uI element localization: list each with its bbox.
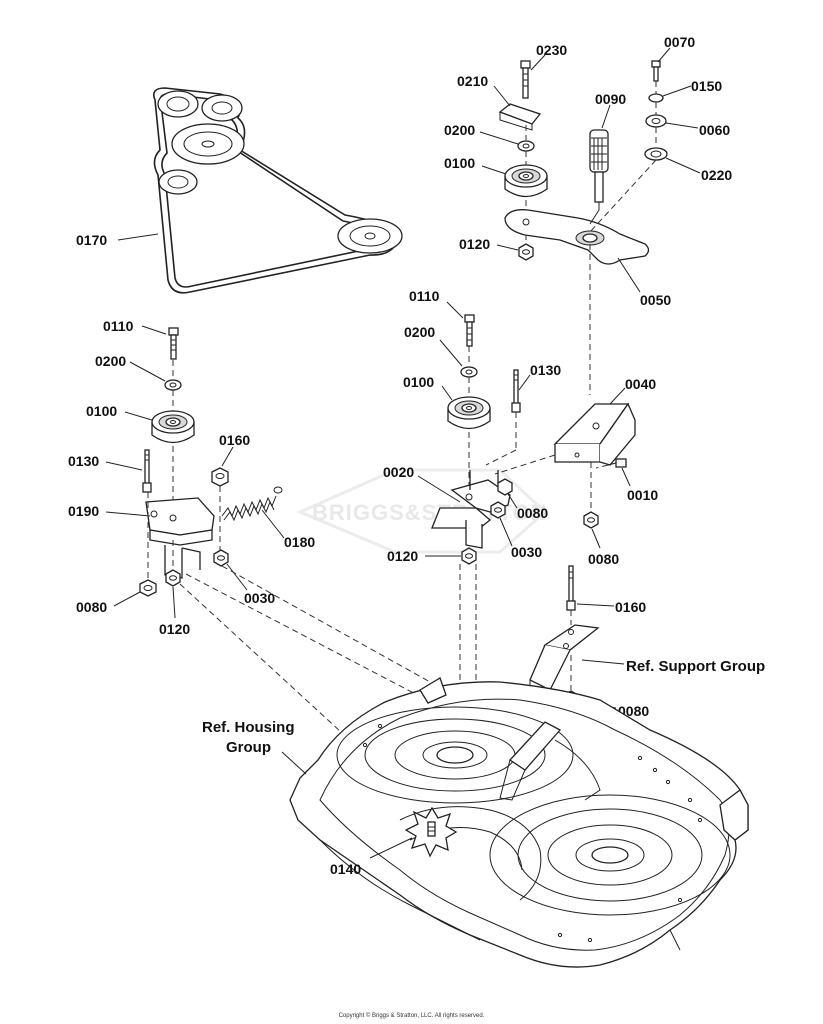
label-0130-left: 0130: [68, 453, 99, 469]
label-0210: 0210: [457, 73, 488, 89]
bolt-0110-center: [464, 314, 475, 347]
handle-0090: [589, 129, 609, 225]
label-0120-center: 0120: [387, 548, 418, 564]
stud-0160-right: [566, 565, 576, 611]
screw-0010: [607, 458, 627, 468]
label-0190: 0190: [68, 503, 99, 519]
label-0060: 0060: [699, 122, 730, 138]
idler-arm-0190: [145, 497, 215, 579]
label-0080-center: 0080: [517, 505, 548, 521]
label-0110-center: 0110: [409, 288, 440, 304]
label-0150: 0150: [691, 78, 722, 94]
label-0160-right: 0160: [615, 599, 646, 615]
pulley-0100-top: [504, 164, 548, 198]
label-0200-left: 0200: [95, 353, 126, 369]
label-0130-center: 0130: [530, 362, 561, 378]
idler-arm-0050: [504, 209, 650, 265]
label-0030-left: 0030: [244, 590, 275, 606]
stud-0130-left: [142, 449, 152, 493]
pulley-0100-left: [151, 410, 195, 444]
label-0200-center: 0200: [404, 324, 435, 340]
star-callout-0140: [404, 806, 458, 858]
bracket-0040: [553, 402, 636, 466]
label-0080-right: 0080: [588, 551, 619, 567]
label-0220: 0220: [701, 167, 732, 183]
label-0100-top: 0100: [444, 155, 475, 171]
nut-0080-center: [497, 478, 513, 496]
nut-0160-left: [211, 467, 229, 487]
label-0020: 0020: [383, 464, 414, 480]
label-0010: 0010: [627, 487, 658, 503]
label-0030-center: 0030: [511, 544, 542, 560]
watermark-text: BRIGGS&STRATTON: [312, 500, 547, 525]
washer-0220: [644, 147, 668, 161]
label-0090: 0090: [595, 91, 626, 107]
label-0180: 0180: [284, 534, 315, 550]
label-0050: 0050: [640, 292, 671, 308]
nut-0120-center: [461, 547, 477, 565]
label-0040: 0040: [625, 376, 656, 392]
label-0120-left: 0120: [159, 621, 190, 637]
label-0200-top: 0200: [444, 122, 475, 138]
belt-0170: [152, 87, 403, 294]
washer-0200-top: [517, 140, 535, 152]
label-0100-center: 0100: [403, 374, 434, 390]
label-0160-left: 0160: [219, 432, 250, 448]
label-0080-left: 0080: [76, 599, 107, 615]
copyright-notice: Copyright © Briggs & Stratton, LLC. All …: [338, 1013, 485, 1019]
nut-0080-left: [139, 579, 157, 597]
label-0070: 0070: [664, 34, 695, 50]
washer-0200-left: [164, 379, 182, 391]
ref-housing-group-line1: Ref. Housing: [202, 719, 295, 736]
nut-0120-left: [165, 569, 181, 587]
washer-0150: [648, 93, 664, 103]
spring-0180: [221, 486, 283, 522]
label-0100-left: 0100: [86, 403, 117, 419]
label-0230: 0230: [536, 42, 567, 58]
nut-0120-top: [518, 243, 534, 261]
nut-0030-center: [490, 501, 506, 519]
label-0120-top: 0120: [459, 236, 490, 252]
bolt-0230: [520, 60, 531, 99]
label-0140: 0140: [330, 861, 361, 877]
label-0110-left: 0110: [103, 318, 134, 334]
deck-housing: [289, 677, 749, 968]
ref-support-group: Ref. Support Group: [626, 658, 765, 675]
bracket-0210: [498, 103, 542, 131]
ref-housing-group-line2: Group: [226, 739, 271, 756]
bolt-0110-left: [168, 327, 179, 360]
stud-0130-center: [511, 369, 521, 413]
label-0170: 0170: [76, 232, 107, 248]
washer-0200-center: [460, 366, 478, 378]
pulley-0100-center: [447, 396, 491, 430]
washer-0060: [645, 114, 667, 128]
nut-0030-left: [213, 549, 229, 567]
support-bracket: [529, 624, 600, 699]
nut-0080-right: [583, 511, 599, 529]
bolt-0070: [651, 60, 661, 82]
